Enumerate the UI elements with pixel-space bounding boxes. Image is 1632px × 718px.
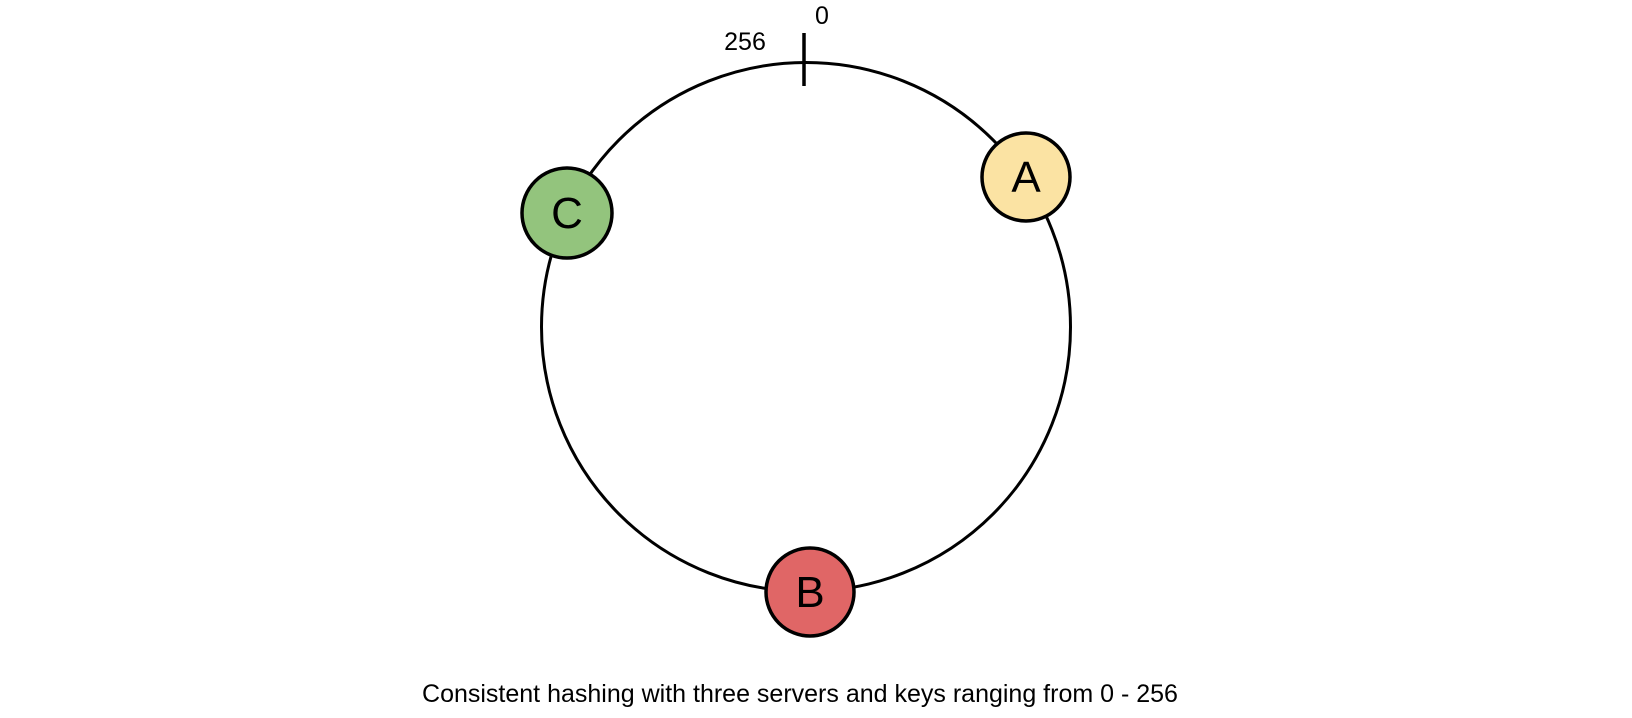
- hash-ring: [540, 61, 1072, 593]
- server-node-C-circle: [520, 166, 614, 260]
- server-node-C: C: [520, 166, 614, 260]
- server-node-C-label: C: [551, 189, 583, 238]
- server-node-B-circle: [764, 546, 856, 638]
- server-node-A-circle: [980, 131, 1072, 223]
- server-node-A: A: [980, 131, 1072, 223]
- diagram-caption: Consistent hashing with three servers an…: [422, 680, 1178, 708]
- server-node-B-label: B: [795, 568, 824, 617]
- ring-max-label: 256: [724, 28, 766, 56]
- ring-origin-label: 0: [815, 2, 829, 30]
- server-node-A-label: A: [1011, 153, 1041, 202]
- server-node-B: B: [764, 546, 856, 638]
